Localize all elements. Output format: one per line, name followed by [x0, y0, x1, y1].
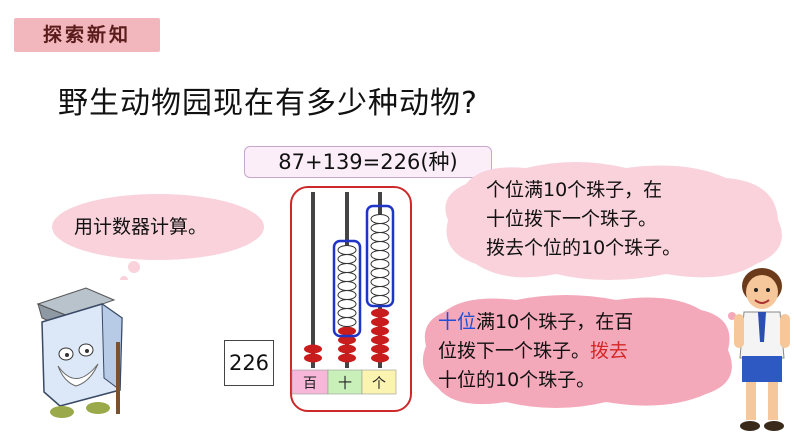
label-bg-ones [361, 369, 397, 395]
label-hundreds: 百 [303, 376, 317, 392]
right-bottom-line-1: 十位满10个珠子，在百 [438, 311, 634, 333]
beads-hundreds [304, 344, 322, 363]
label-ones: 个 [372, 376, 386, 392]
right-bottom-speech-bubble [422, 295, 736, 408]
right-bottom-bubble-text: 十位满10个珠子，在百 位拨下一个珠子。拨去 十位的10个珠子。 [438, 308, 633, 395]
left-speech-bubble [52, 194, 264, 280]
label-tens: 十 [338, 376, 352, 392]
right-bottom-line-3: 十位的10个珠子。 [438, 369, 596, 391]
right-top-bubble-text: 个位满10个珠子，在 十位拨下一个珠子。 拨去个位的10个珠子。 [486, 176, 681, 263]
right-bottom-line-2: 位拨下一个珠子。拨去 [438, 340, 629, 362]
beads-ones [370, 214, 390, 363]
beads-tens [337, 245, 357, 363]
result-box: 226 [224, 340, 274, 386]
right-top-line-1: 个位满10个珠子，在 [486, 179, 663, 201]
tens-highlight-box [332, 239, 362, 338]
boy-character-icon [734, 268, 790, 431]
book-character-icon [36, 287, 123, 418]
rod-hundreds [311, 192, 315, 368]
counter-abacus: 百 十 个 [291, 192, 397, 395]
right-top-line-2: 十位拨下一个珠子。 [486, 208, 658, 230]
left-bubble-text: 用计数器计算。 [74, 216, 208, 238]
ones-highlight-box [365, 204, 395, 308]
question-text: 野生动物园现在有多少种动物? [58, 86, 478, 121]
right-top-line-3: 拨去个位的10个珠子。 [486, 237, 682, 259]
formula-box: 87+139=226(种) [244, 146, 492, 178]
section-tag: 探索新知 [14, 18, 160, 52]
